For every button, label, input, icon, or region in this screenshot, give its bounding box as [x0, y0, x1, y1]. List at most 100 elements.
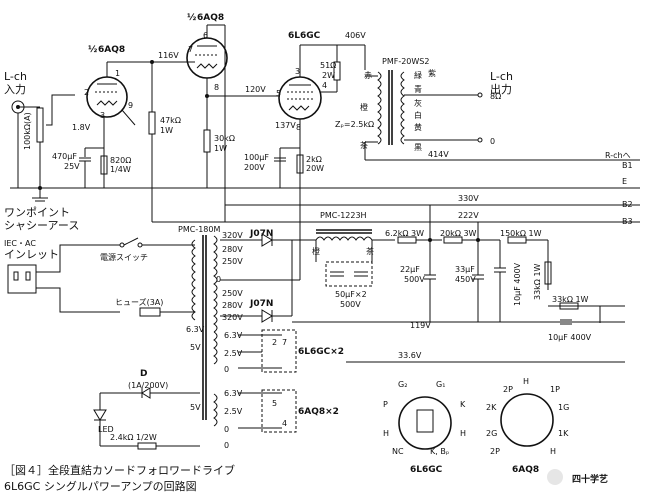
- chassis-label: シャシーアース: [4, 219, 79, 232]
- out-0-terminal: [477, 137, 483, 143]
- r33k-2: [559, 302, 579, 310]
- t5vb: 5V: [190, 403, 201, 412]
- pinout-6aq8: H 2P 1P 2K 1G 2G 1K 2P H 6AQ8: [486, 377, 569, 475]
- tube-v3-icon: [278, 76, 322, 120]
- v18-label: 1.8V: [72, 123, 91, 132]
- opt-primary-coil: [377, 71, 382, 145]
- opt-secondary-coil: [400, 71, 405, 145]
- r24k-label: 2.4kΩ 1/2W: [110, 433, 157, 442]
- d-rating-label: (1A/200V): [128, 381, 168, 390]
- choke-coil: [315, 236, 373, 241]
- r33k2-label: 33kΩ 1W: [552, 295, 589, 304]
- out-8ohm-label: 8Ω: [490, 92, 501, 101]
- e-label: E: [622, 177, 627, 186]
- t320b: 320V: [222, 313, 243, 322]
- r51w-label: 2W: [322, 71, 335, 80]
- c50x2-can: [325, 261, 373, 287]
- c100v-label: 200V: [244, 163, 265, 172]
- svg-text:3: 3: [100, 111, 105, 120]
- svg-text:K, Bₚ: K, Bₚ: [430, 447, 449, 456]
- pinout-6l6gc: G₂ G₁ P K H H NC K, Bₚ 6L6GC: [383, 380, 466, 475]
- power-switch-icon: [119, 242, 125, 248]
- v336-label: 33.6V: [398, 351, 422, 360]
- t25b: 2.5V: [224, 407, 243, 416]
- svg-text:8: 8: [296, 123, 301, 132]
- svg-text:4: 4: [322, 81, 327, 90]
- midori-label: 緑: [414, 70, 422, 80]
- t280a: 280V: [222, 245, 243, 254]
- t0a: 0: [216, 275, 221, 284]
- watermark-text: 四十学艺: [572, 473, 608, 485]
- t0d: 0: [224, 425, 229, 434]
- r820-label: 820Ω: [110, 156, 131, 165]
- v330-label: 330V: [458, 194, 479, 203]
- svg-text:9: 9: [128, 101, 133, 110]
- svg-text:H: H: [523, 377, 529, 386]
- t63c: 6.3V: [224, 389, 243, 398]
- c10b-label: 10μF 400V: [548, 333, 592, 342]
- svg-text:2: 2: [84, 88, 89, 97]
- v116-label: 116V: [158, 51, 179, 60]
- r51-label: 51Ω: [320, 61, 336, 70]
- tube-v1-icon: [86, 76, 128, 118]
- pmf-label: PMF-20WS2: [382, 57, 429, 66]
- t250b: 250V: [222, 289, 243, 298]
- t5va: 5V: [190, 343, 201, 352]
- t280b: 280V: [222, 301, 243, 310]
- heater2-label: 6AQ8×2: [298, 407, 339, 417]
- svg-text:NC: NC: [392, 447, 404, 456]
- pt-primary-coil: [191, 239, 196, 321]
- c50-label: 50μF×2: [335, 290, 367, 299]
- t25a: 2.5V: [224, 349, 243, 358]
- svg-text:G₁: G₁: [436, 380, 445, 389]
- v222-label: 222V: [458, 211, 479, 220]
- c100-label: 100μF: [244, 153, 269, 162]
- c10-label: 10μF 400V: [513, 262, 522, 306]
- svg-text:P: P: [383, 400, 388, 409]
- j07n1-label: J07N: [249, 229, 273, 239]
- svg-text:H: H: [550, 447, 556, 456]
- v137-label: 137V: [275, 121, 296, 130]
- fuse-label: ヒューズ(3A): [115, 297, 163, 307]
- r820: [100, 155, 108, 175]
- pin2-label: 2: [272, 338, 277, 347]
- volume-label: 100kΩ(A): [23, 112, 32, 150]
- r20k-label: 20kΩ 3W: [440, 229, 477, 238]
- r47k: [148, 111, 156, 135]
- svg-text:5: 5: [276, 89, 281, 98]
- led-icon: [93, 409, 107, 421]
- caption-line1: ［図４］全段直結カソードフォロワードライブ: [4, 463, 235, 477]
- pinout-6aq8-name: 6AQ8: [512, 465, 539, 475]
- input-lch-label: L-ch: [4, 70, 27, 83]
- svg-text:7: 7: [188, 45, 193, 54]
- power-sw-label: 電源スイッチ: [100, 253, 148, 262]
- v406-label: 406V: [345, 31, 366, 40]
- r30kw-label: 1W: [214, 144, 227, 153]
- b2-label: B2: [622, 200, 633, 209]
- j07n2-label: J07N: [249, 299, 273, 309]
- pin5-label: 5: [272, 399, 277, 408]
- out-8ohm-terminal: [477, 92, 483, 98]
- iec-label: IEC・AC: [4, 239, 36, 248]
- diode1-icon: [261, 233, 273, 247]
- r33k-label: 33kΩ 1W: [533, 263, 542, 300]
- pin7-label: 7: [282, 338, 287, 347]
- r30k: [203, 129, 211, 153]
- pt-ht-coil: [213, 235, 218, 333]
- heater1-label: 6L6GC×2: [298, 347, 344, 357]
- volume-pot: [36, 107, 44, 143]
- svg-text:3: 3: [295, 67, 300, 76]
- svg-text:1K: 1K: [558, 429, 569, 438]
- v119-label: 119V: [410, 321, 431, 330]
- caption-line2: 6L6GC シングルパワーアンプの回路図: [4, 479, 197, 493]
- c33-label: 33μF: [455, 265, 475, 274]
- v3-name: 6L6GC: [288, 31, 321, 41]
- out-0-label: 0: [490, 137, 495, 146]
- t0c: 0: [224, 365, 229, 374]
- tube-v2-icon: [186, 37, 228, 79]
- pmc1223-label: PMC-1223H: [320, 211, 367, 220]
- r47kw-label: 1W: [160, 126, 173, 135]
- pt-heater2-coil: [213, 393, 218, 427]
- svg-text:1P: 1P: [550, 385, 560, 394]
- svg-text:K: K: [460, 400, 466, 409]
